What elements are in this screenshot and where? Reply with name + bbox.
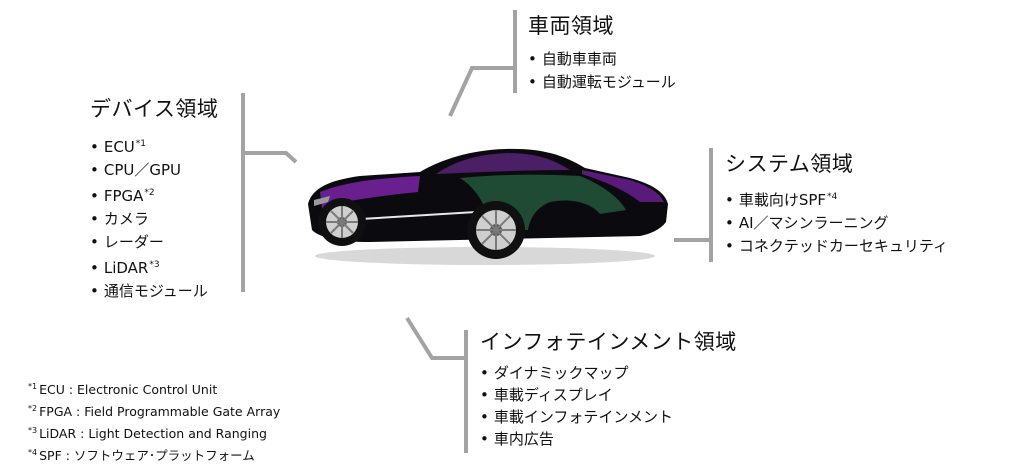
system-list: 車載向けSPF*4 AI／マシンラーニング コネクテッドカーセキュリティ bbox=[725, 186, 948, 258]
list-item: 通信モジュール bbox=[90, 280, 218, 303]
front-wheel bbox=[318, 198, 366, 246]
list-item: カメラ bbox=[90, 208, 218, 231]
vehicle-domain: 車両領域 自動車車両 自動運転モジュール bbox=[528, 10, 676, 94]
car-window bbox=[436, 153, 570, 174]
list-item: AI／マシンラーニング bbox=[725, 212, 948, 235]
list-item: CPU／GPU bbox=[90, 159, 218, 182]
list-item: 自動運転モジュール bbox=[528, 71, 676, 94]
list-item: 自動車車両 bbox=[528, 48, 676, 71]
list-item: コネクテッドカーセキュリティ bbox=[725, 235, 948, 258]
system-title: システム領域 bbox=[725, 152, 854, 176]
system-domain: システム領域 車載向けSPF*4 AI／マシンラーニング コネクテッドカーセキュ… bbox=[725, 148, 948, 258]
device-domain: デバイス領域 ECU*1 CPU／GPU FPGA*2 カメラ レーダー LiD… bbox=[90, 93, 218, 303]
list-item: ECU*1 bbox=[90, 133, 218, 159]
list-item: 車載向けSPF*4 bbox=[725, 186, 948, 212]
list-item: FPGA*2 bbox=[90, 182, 218, 208]
device-list: ECU*1 CPU／GPU FPGA*2 カメラ レーダー LiDAR*3 通信… bbox=[90, 133, 218, 303]
infotainment-list: ダイナミックマップ 車載ディスプレイ 車載インフォテインメント 車内広告 bbox=[480, 362, 737, 450]
list-item: ダイナミックマップ bbox=[480, 362, 737, 384]
list-item: 車内広告 bbox=[480, 428, 737, 450]
vehicle-connector bbox=[448, 10, 517, 117]
device-title: デバイス領域 bbox=[90, 97, 219, 121]
vehicle-title: 車両領域 bbox=[528, 14, 614, 38]
rear-wheel bbox=[467, 201, 525, 259]
connector-lines bbox=[241, 10, 713, 453]
list-item: レーダー bbox=[90, 231, 218, 254]
sports-car-illustration bbox=[308, 148, 668, 265]
vehicle-list: 自動車車両 自動運転モジュール bbox=[528, 48, 676, 94]
car-purple-rear bbox=[582, 170, 664, 202]
infotainment-connector bbox=[405, 316, 468, 453]
device-connector bbox=[241, 93, 298, 292]
list-item: 車載ディスプレイ bbox=[480, 384, 737, 406]
infotainment-title: インフォテインメント領域 bbox=[480, 330, 737, 354]
list-item: 車載インフォテインメント bbox=[480, 406, 737, 428]
system-connector bbox=[674, 148, 713, 262]
car-side-stripe bbox=[343, 211, 477, 221]
car-headlight bbox=[314, 196, 330, 206]
infotainment-domain: インフォテインメント領域 ダイナミックマップ 車載ディスプレイ 車載インフォテイ… bbox=[480, 326, 737, 450]
list-item: LiDAR*3 bbox=[90, 254, 218, 280]
